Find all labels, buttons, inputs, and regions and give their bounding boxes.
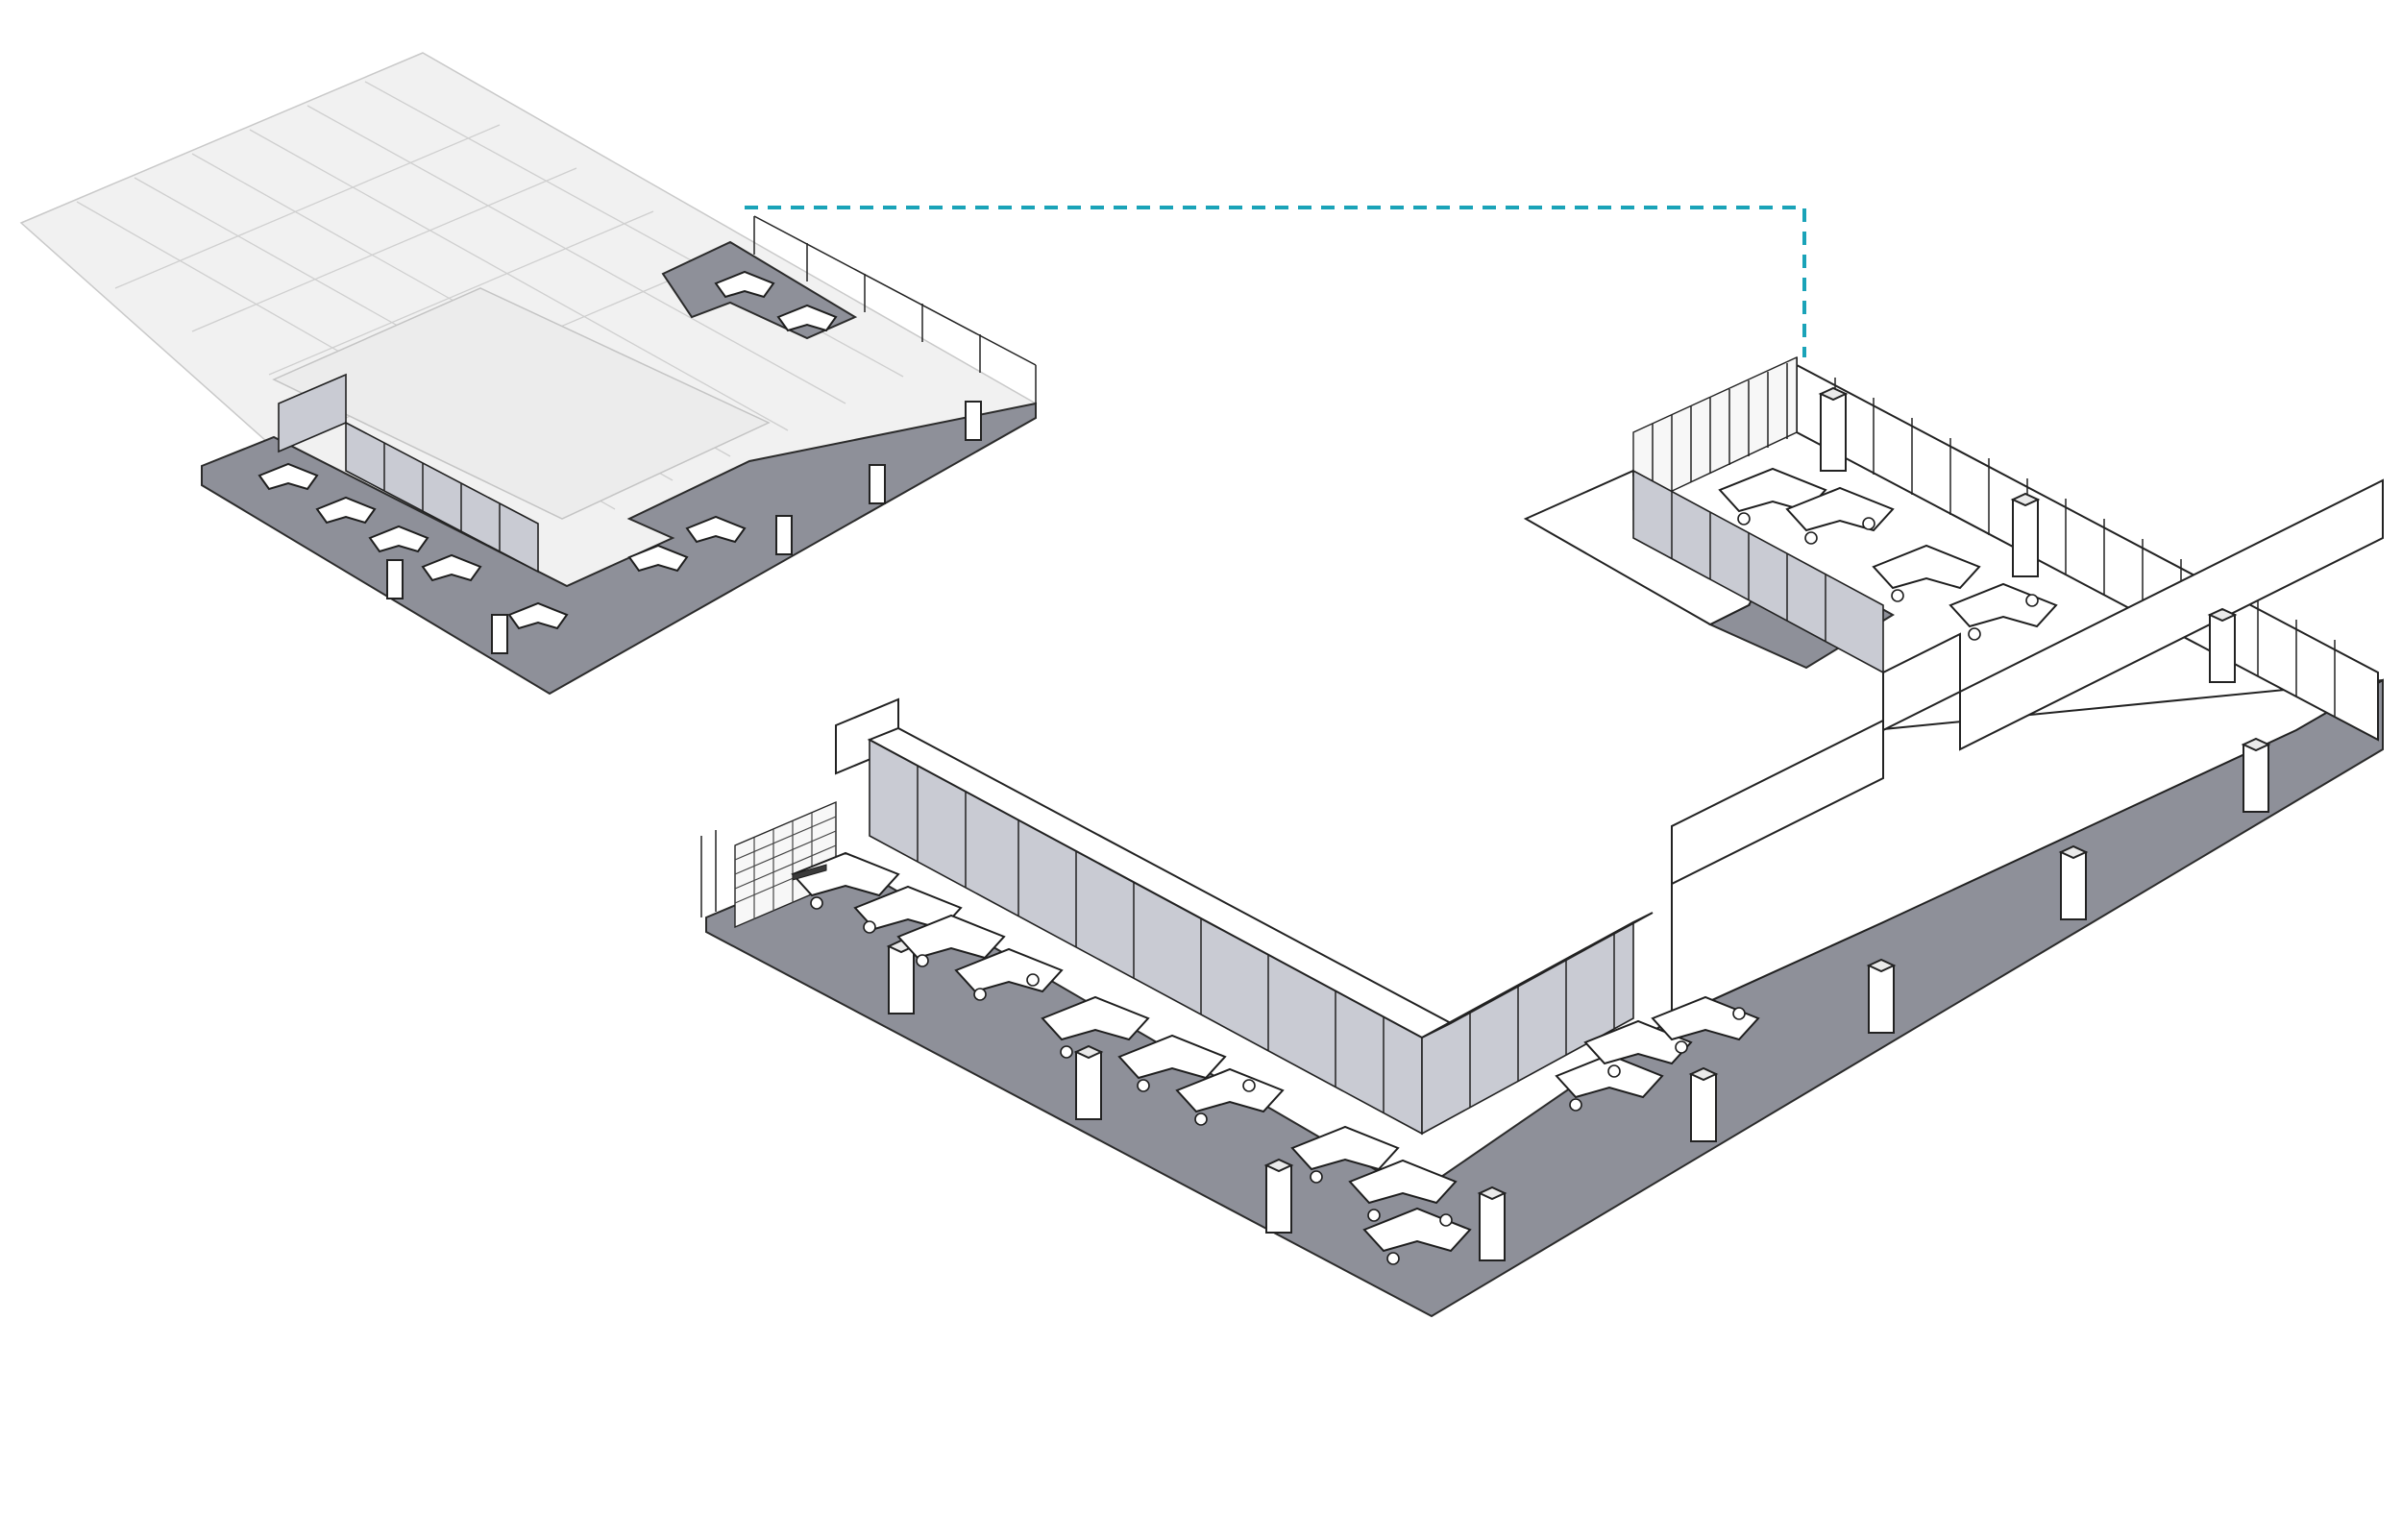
overview-plan bbox=[19, 52, 1038, 696]
chair bbox=[973, 988, 987, 1001]
chair bbox=[1026, 973, 1040, 987]
column bbox=[2010, 492, 2041, 577]
detail-desk-clusters bbox=[791, 467, 2058, 1253]
callout-connector bbox=[745, 206, 1806, 357]
detail-office-row bbox=[835, 697, 1454, 1136]
desk-cluster bbox=[1290, 1125, 1472, 1253]
chair bbox=[810, 896, 823, 910]
column bbox=[2207, 607, 2238, 683]
chair bbox=[1367, 1209, 1381, 1222]
overview-core-roof bbox=[272, 287, 771, 520]
chair bbox=[1060, 1045, 1073, 1059]
chair bbox=[1569, 1098, 1582, 1112]
overview-desk-cluster bbox=[776, 304, 838, 332]
detail-core-floor bbox=[1671, 679, 2384, 1020]
chair bbox=[1310, 1170, 1323, 1184]
chair bbox=[1607, 1064, 1621, 1078]
chair bbox=[1862, 517, 1875, 530]
column bbox=[2241, 737, 2271, 813]
chair bbox=[2025, 594, 2039, 607]
desk-cluster bbox=[1872, 544, 2058, 628]
desk-cluster bbox=[1555, 995, 1760, 1099]
chair bbox=[1804, 531, 1818, 545]
chair bbox=[1386, 1252, 1400, 1265]
detail-plan bbox=[700, 355, 2384, 1318]
detail-office-row-right bbox=[1421, 912, 1654, 1136]
column bbox=[1688, 1066, 1719, 1142]
chair bbox=[863, 920, 876, 934]
chair bbox=[1968, 627, 1981, 641]
overview-column bbox=[775, 515, 793, 555]
column bbox=[886, 939, 917, 1014]
detail-columns bbox=[886, 386, 2271, 1261]
column bbox=[1073, 1044, 1104, 1120]
chair bbox=[916, 954, 929, 967]
overview-column bbox=[869, 464, 886, 504]
column bbox=[1866, 958, 1897, 1034]
chair bbox=[1675, 1040, 1688, 1054]
overview-desk-cluster bbox=[257, 462, 319, 491]
detail-chairs bbox=[810, 512, 2039, 1265]
chair bbox=[1891, 589, 1904, 602]
overview-desk-cluster bbox=[368, 525, 429, 553]
desk-cluster bbox=[791, 851, 963, 931]
overview-desk-cluster bbox=[627, 544, 689, 573]
chair bbox=[1194, 1112, 1208, 1126]
overview-desk-cluster bbox=[685, 515, 747, 544]
overview-offices bbox=[278, 373, 539, 574]
column bbox=[1477, 1186, 1507, 1261]
overview-desk-cluster bbox=[315, 496, 377, 525]
chair bbox=[1242, 1079, 1256, 1092]
overview-desk-cluster bbox=[507, 601, 569, 630]
overview-desk-cluster bbox=[714, 270, 775, 299]
overview-desk-clusters bbox=[257, 270, 838, 630]
column bbox=[2058, 844, 2089, 920]
overview-glazing bbox=[753, 215, 1037, 403]
column bbox=[1818, 386, 1849, 472]
desk-cluster bbox=[1041, 995, 1285, 1113]
overview-column bbox=[386, 559, 404, 599]
overview-columns bbox=[386, 401, 982, 654]
column bbox=[1263, 1158, 1294, 1234]
chair bbox=[1439, 1213, 1453, 1227]
overview-highlight-floor bbox=[201, 402, 1037, 696]
overview-column bbox=[965, 401, 982, 441]
overview-desk-cluster bbox=[421, 553, 482, 582]
chair bbox=[1137, 1079, 1150, 1092]
chair bbox=[1732, 1007, 1746, 1020]
overview-column bbox=[491, 614, 508, 654]
detail-core-walls bbox=[1671, 478, 2384, 886]
chair bbox=[1737, 512, 1751, 526]
